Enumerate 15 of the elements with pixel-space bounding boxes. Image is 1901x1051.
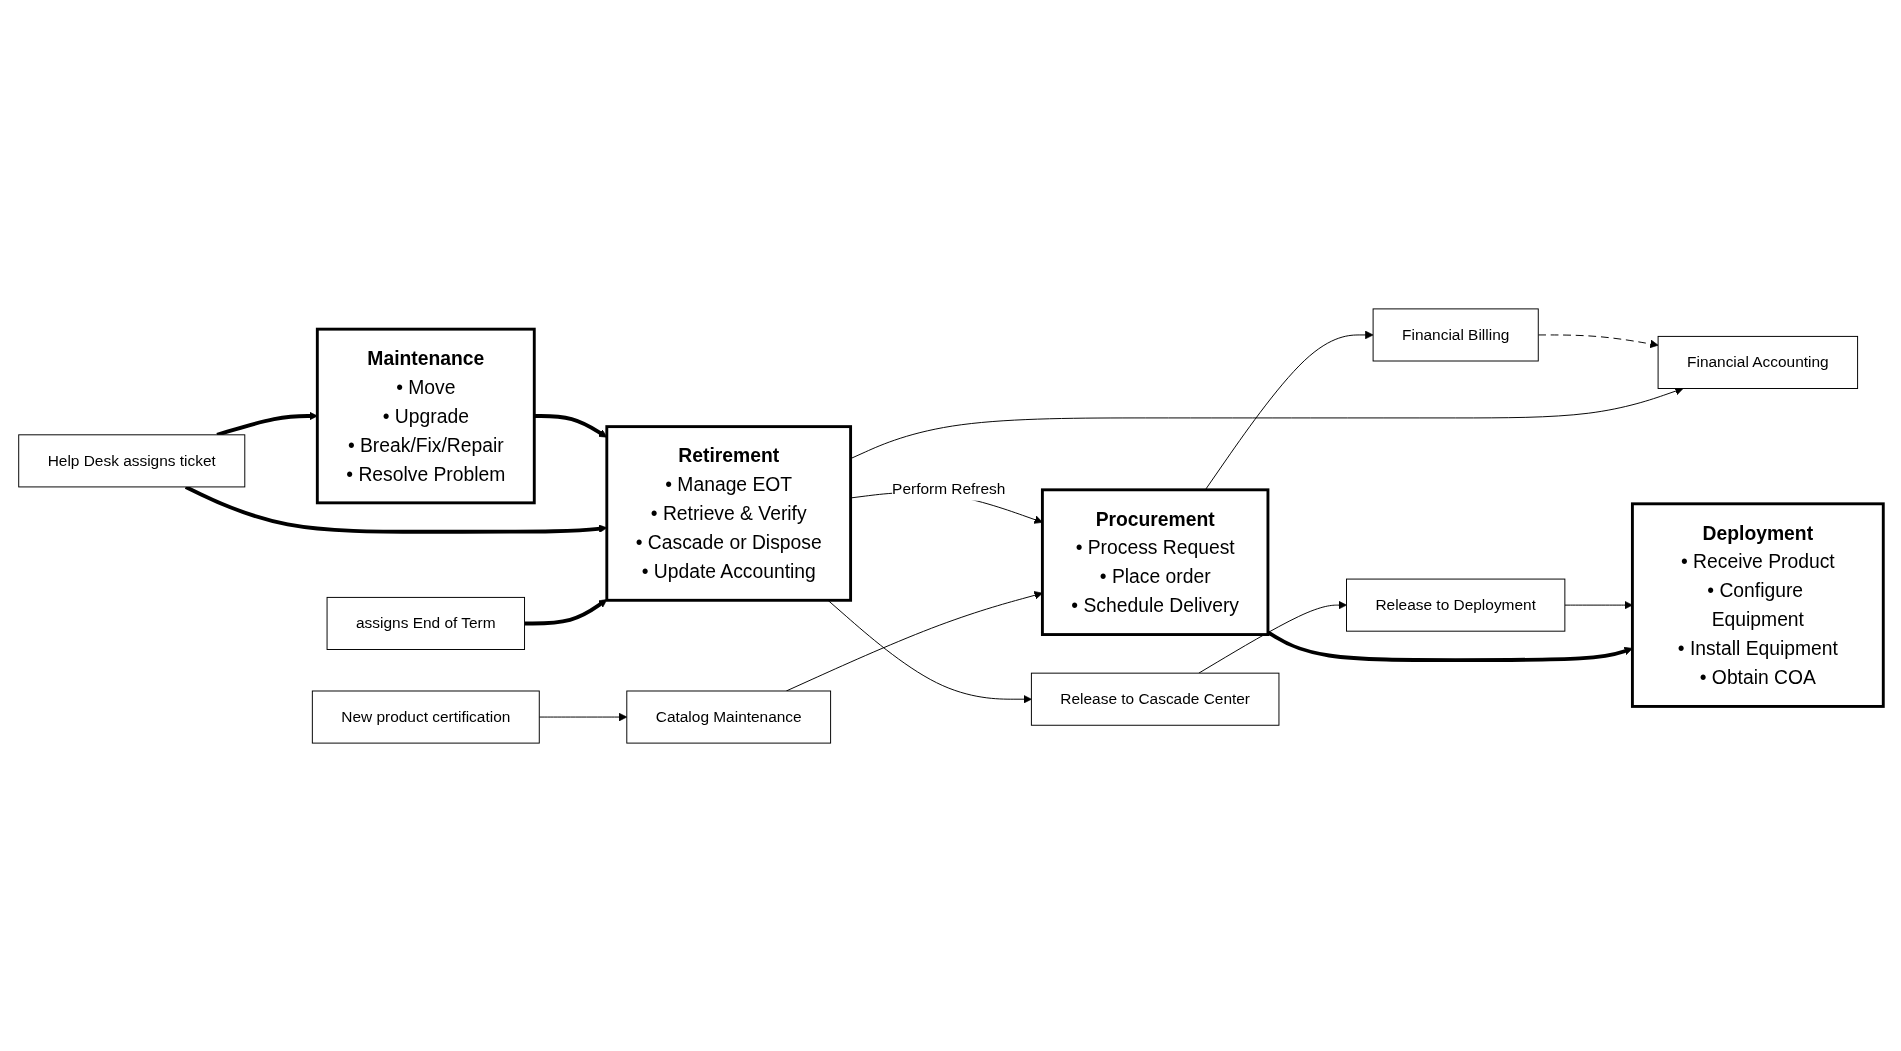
node-box: Maintenance • Move • Upgrade • Break/Fix/Repair • Resolve Problem [315,327,536,504]
arrow [524,598,607,625]
node-box: Retirement • Manage EOT • Retrieve & Verify • Cascade or Dispose • Update Accounting [604,424,852,602]
edge-label: Perform Refresh [891,479,1005,497]
node-box: Financial Accounting [1657,335,1858,389]
node-box: assigns End of Term [326,596,525,650]
node-box: Release to Deployment [1345,578,1565,632]
node-box: Release to Cascade Center [1030,672,1279,726]
node-box: New product certification [311,690,540,744]
node-box: Procurement • Process Request • Place order • Schedule Delivery [1040,487,1269,636]
node-box: Financial Billing [1372,307,1539,361]
node-box: Deployment • Receive Product • Configure Equipment • Install Equipment • Obtain COA [1630,501,1885,708]
node-box: Catalog Maintenance [625,690,831,744]
node-box: Help Desk assigns ticket [17,433,245,487]
arrow [533,413,607,438]
